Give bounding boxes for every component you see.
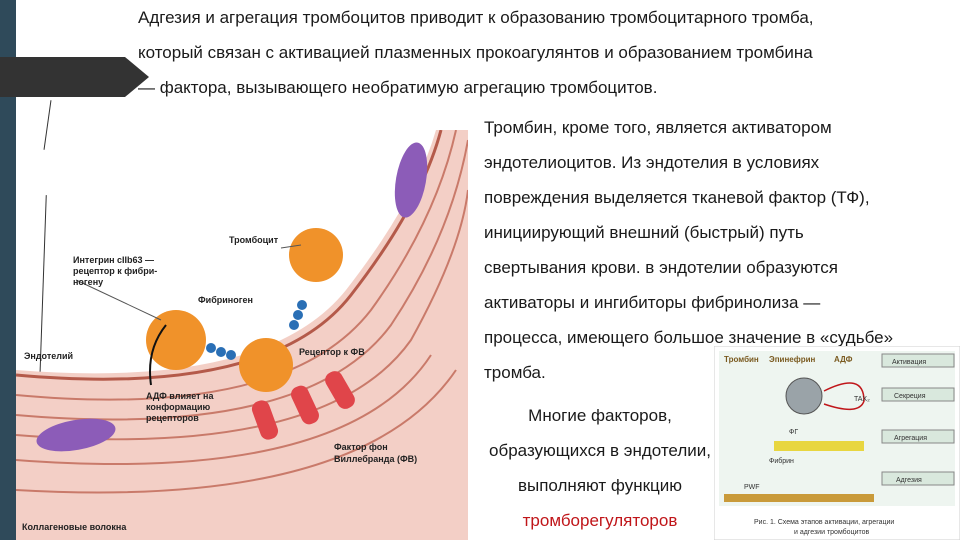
secretion-box	[881, 387, 955, 402]
fibrinogen-bead	[289, 320, 299, 330]
secretion-label: Секреция	[894, 393, 926, 400]
arrow-tab-decoration	[0, 57, 149, 97]
pointer-line	[280, 244, 302, 249]
heading-line: Адгезия и агрегация тромбоцитов приводит…	[138, 8, 814, 27]
fibrinogen-bead	[206, 343, 216, 353]
thrombin-label: Тромбин	[724, 355, 759, 364]
adp-label: АДФ	[834, 355, 853, 364]
fibrin-label: Фибрин	[769, 457, 794, 465]
adp-label: конформацию	[146, 402, 211, 412]
adp-label: рецепторов	[146, 413, 199, 423]
platelet	[289, 228, 343, 282]
tax2-label: TAX₂	[854, 396, 870, 403]
wall-fiber	[16, 130, 457, 401]
feedback-arrow	[823, 382, 865, 410]
fibrinogen-bead	[293, 310, 303, 320]
collagen-band	[724, 494, 874, 502]
wall-fiber	[16, 354, 432, 465]
paragraph-line: Тромбин, кроме того, является активаторо…	[484, 118, 832, 137]
platelet	[146, 310, 206, 370]
paragraph-line: эндотелиоцитов. Из эндотелия в условиях	[484, 153, 820, 172]
aggregation-box	[881, 429, 955, 444]
paragraph-line: Многие факторов,	[528, 406, 672, 425]
endothelial-nucleus	[36, 418, 116, 452]
heading-paragraph: Адгезия и агрегация тромбоцитов приводит…	[138, 0, 814, 105]
paragraph-line: выполняют функцию	[517, 476, 683, 495]
fibrinogen-bead	[226, 350, 236, 360]
fibrinogen-bead	[297, 300, 307, 310]
caption-line: и адгезии тромбоцитов	[794, 528, 870, 536]
endothelium-label: Эндотелий	[24, 351, 73, 361]
collagen-fiber	[325, 371, 355, 409]
paragraph-line: инициирующий внешний (быстрый) путь	[484, 223, 804, 242]
fibrinogen-label: Фибриноген	[198, 295, 253, 305]
platelet-label: Тромбоцит	[229, 235, 279, 245]
fibrin-band	[774, 441, 864, 451]
endothelial-nucleus	[394, 142, 428, 218]
pointer-line	[75, 279, 162, 321]
heading-line: который связан с активацией плазменных п…	[138, 43, 813, 62]
epinephrine-label: Эпинефрин	[769, 355, 816, 364]
collagen-fiber	[291, 385, 319, 425]
aggregation-label: Агрегация	[894, 435, 927, 442]
highlighted-term: тромборегуляторов	[522, 511, 678, 530]
paragraph-line: тромба.	[484, 363, 546, 382]
vwf-label: Фактор фон	[334, 442, 388, 452]
integrin-label: Интегрин cIIb63 —	[73, 255, 154, 265]
left-accent-bar	[0, 0, 16, 540]
adhesion-box	[881, 471, 955, 486]
fg-label: ФГ	[789, 429, 798, 436]
caption-line: Рис. 1. Схема этапов активации, агрегаци…	[754, 519, 894, 526]
activation-label: Активация	[892, 359, 926, 366]
paragraph-line: активаторы и ингибиторы фибринолиза —	[484, 293, 821, 312]
adhesion-label: Адгезия	[896, 477, 922, 484]
heading-line: — фактора, вызывающего необратимую агрег…	[138, 78, 658, 97]
receptor-fv-label: Рецептор к ФВ	[299, 347, 365, 357]
integrin-label: рецептор к фибри-	[73, 266, 157, 276]
wall-fiber	[16, 369, 457, 494]
adp-label: АДФ влияет на	[146, 391, 214, 401]
paragraph-line: процесса, имеющего большое значение в «с…	[484, 328, 894, 347]
collagen-label: Коллагеновые волокна	[22, 522, 127, 532]
thrombin-paragraph: Тромбин, кроме того, является активаторо…	[484, 110, 893, 390]
paragraph-line: образующихся в эндотелии,	[489, 441, 711, 460]
integrin-label: ногену	[73, 277, 103, 287]
vwf-label: Виллебранда (ФВ)	[334, 454, 417, 464]
wall-fiber	[16, 139, 468, 421]
regulators-paragraph: Многие факторов, образующихся в эндотели…	[470, 398, 730, 538]
platelet	[239, 338, 293, 392]
collagen-fiber	[251, 400, 279, 440]
platelet-adhesion-figure: Интегрин cIIb63 — рецептор к фибри- ноге…	[16, 130, 468, 540]
platelet-sphere	[785, 377, 823, 415]
paragraph-line: повреждения выделяется тканевой фактор (…	[484, 188, 870, 207]
vessel-wall	[16, 130, 468, 540]
arrow	[149, 324, 167, 386]
paragraph-line: свертывания крови. в эндотелии образуютс…	[484, 258, 838, 277]
wall-fiber	[16, 189, 468, 441]
activation-box	[881, 353, 955, 368]
fibrinogen-bead	[216, 347, 226, 357]
activation-scheme-figure: Тромбин Эпинефрин АДФ Активация Секреция…	[714, 346, 960, 540]
pwf-label: PWF	[744, 484, 760, 491]
